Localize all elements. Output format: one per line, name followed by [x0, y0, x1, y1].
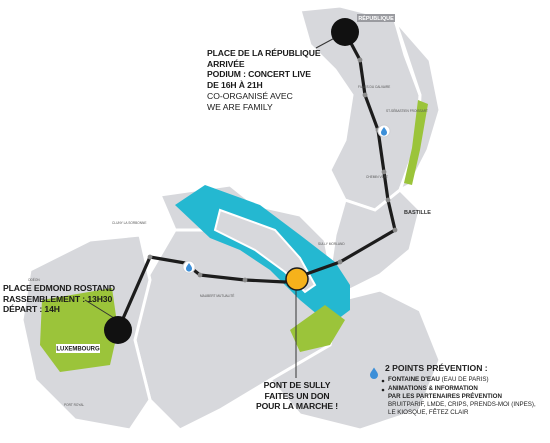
label-cluny: CLUNY LA SORBONNE: [112, 221, 146, 225]
pointer-edmond: [84, 299, 115, 319]
sully-marche: POUR LA MARCHE !: [255, 401, 339, 412]
label-filles-calvaire: FILLES DU CALVAIRE: [358, 85, 390, 89]
label-bastille: BASTILLE: [404, 210, 431, 216]
legend-item-fontaine-note: (EAU DE PARIS): [441, 376, 489, 383]
marker-republique: [331, 18, 359, 46]
sully-place: PONT DE SULLY: [263, 380, 331, 390]
legend-water-drop-icon: [370, 367, 378, 379]
badge-republique-text: RÉPUBLIQUE: [358, 14, 394, 22]
legend-item-animations: ANIMATIONS & INFORMATION PAR LES PARTENA…: [388, 385, 536, 417]
marker-luxembourg: [104, 316, 132, 344]
label-pont-de-sully: PONT DE SULLY FAITES UN DON POUR LA MARC…: [237, 380, 357, 412]
republique-hours: DE 16H À 21H: [207, 80, 263, 91]
water-drop-icon: [182, 260, 196, 274]
water-drop-icon: [377, 124, 391, 138]
waypoint-dot: [337, 259, 343, 265]
waypoint-dot: [242, 277, 248, 283]
legend-animations-line1: ANIMATIONS & INFORMATION: [388, 385, 478, 392]
legend-bullet: [381, 388, 385, 392]
label-port-royal: PORT ROYAL: [64, 403, 84, 407]
block-south-east: [267, 288, 442, 432]
edmond-rassemblement: RASSEMBLEMENT : 13H30: [3, 293, 113, 304]
legend-bullet: [381, 379, 385, 383]
legend-animations-line2: PAR LES PARTENAIRES PRÉVENTION: [388, 393, 502, 401]
waypoint-dot: [385, 197, 391, 203]
label-odeon: ODÉON: [28, 277, 40, 282]
label-maubert: MAUBERT MUTUALITÉ: [200, 293, 234, 298]
badge-luxembourg: [56, 344, 100, 353]
label-chemin-vert: CHEMIN VERT: [366, 175, 388, 179]
label-st-sebastien: ST-SÉBASTIEN FROISSART: [386, 108, 428, 113]
legend-animations-line3: BRUITPARIF, LMDE, CRIPS, PRENDS-MOI (INP…: [388, 401, 536, 409]
waypoint-dot: [362, 92, 368, 98]
label-edmond-rostand: PLACE EDMOND ROSTAND RASSEMBLEMENT : 13H…: [3, 283, 115, 315]
edmond-depart: DÉPART : 14H: [3, 304, 60, 315]
legend-animations-line4: LE KIOSQUE, FÊTEZ CLAIR: [388, 409, 469, 417]
waypoint-dot: [381, 169, 387, 175]
waypoint-dot: [392, 227, 398, 233]
park-canal-strip: [404, 100, 428, 185]
sully-don: FAITES UN DON: [264, 390, 330, 401]
republique-partner: WE ARE FAMILY: [207, 101, 273, 112]
waypoint-dot: [197, 272, 203, 278]
legend-title: 2 POINTS PRÉVENTION :: [385, 363, 488, 373]
label-republique: PLACE DE LA RÉPUBLIQUE ARRIVÉE PODIUM : …: [207, 48, 321, 112]
park-jardin-plantes: [290, 305, 345, 352]
waypoint-dot: [357, 57, 363, 63]
republique-arrivee: ARRIVÉE: [207, 58, 245, 69]
badge-republique: [357, 14, 395, 22]
republique-podium: PODIUM : CONCERT LIVE: [207, 69, 311, 80]
marker-pont-de-sully: [285, 267, 309, 291]
waypoint-dot: [147, 254, 153, 260]
legend-item-fontaine: FONTAINE D'EAU (EAU DE PARIS): [388, 376, 489, 384]
republique-coorg: CO-ORGANISÉ AVEC: [207, 90, 293, 101]
republique-place: PLACE DE LA RÉPUBLIQUE: [207, 48, 321, 58]
badge-luxembourg-text: LUXEMBOURG: [56, 347, 100, 353]
city-blocks: [20, 4, 442, 432]
label-sully-morland: SULLY MORLAND: [318, 242, 345, 246]
edmond-place: PLACE EDMOND ROSTAND: [3, 283, 115, 293]
legend-item-fontaine-label: FONTAINE D'EAU: [388, 376, 440, 383]
